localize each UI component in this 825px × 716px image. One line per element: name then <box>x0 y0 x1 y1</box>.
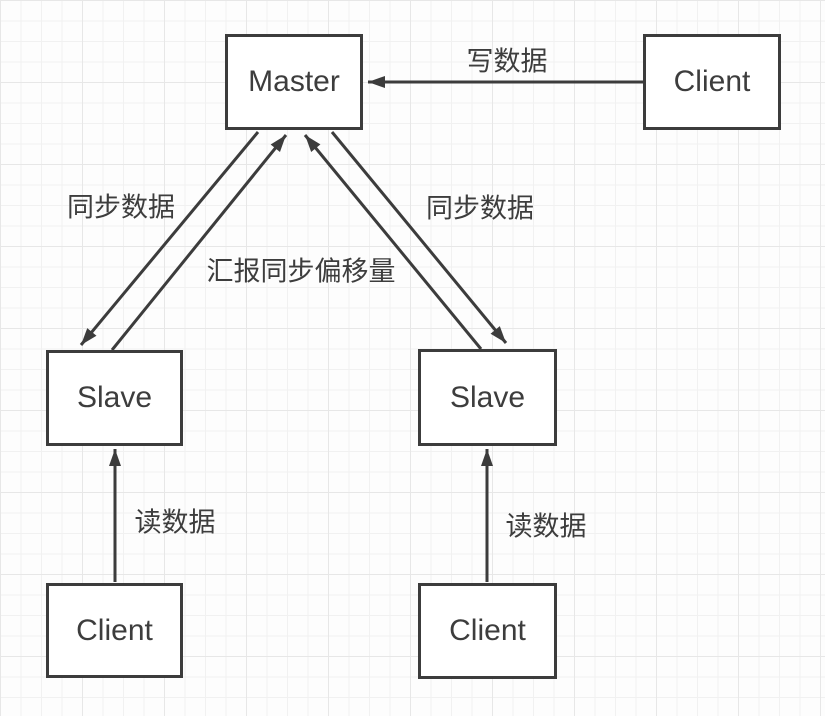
edge-label-read-data-right: 读数据 <box>505 511 587 542</box>
node-client-top-right-label: Client <box>673 65 751 98</box>
node-client-bottom-right: Client <box>418 583 557 679</box>
node-slave-left: Slave <box>46 350 183 446</box>
node-client-bottom-left: Client <box>46 583 183 678</box>
node-slave-right-label: Slave <box>449 380 526 414</box>
node-master-label: Master <box>248 65 340 98</box>
edge-label-sync-data-left: 同步数据 <box>67 192 175 223</box>
node-client-top-right: Client <box>643 34 781 130</box>
edge-label-sync-data-right: 同步数据 <box>426 193 534 224</box>
edge-sync-data-left-arrow <box>79 131 260 346</box>
node-client-bottom-right-label: Client <box>449 614 526 647</box>
edge-label-read-data-left: 读数据 <box>134 507 216 538</box>
node-master: Master <box>225 34 363 130</box>
node-slave-left-label: Slave <box>76 381 153 414</box>
node-slave-right: Slave <box>418 349 557 446</box>
edge-report-sync-offset-arrow <box>110 134 288 351</box>
edge-label-write-data: 写数据 <box>466 46 548 77</box>
node-client-bottom-left-label: Client <box>76 613 153 647</box>
edge-label-report-sync-offset: 汇报同步偏移量 <box>206 256 396 287</box>
edge-sync-data-right-arrow <box>330 131 508 344</box>
edge-report-right-arrow <box>303 134 483 350</box>
